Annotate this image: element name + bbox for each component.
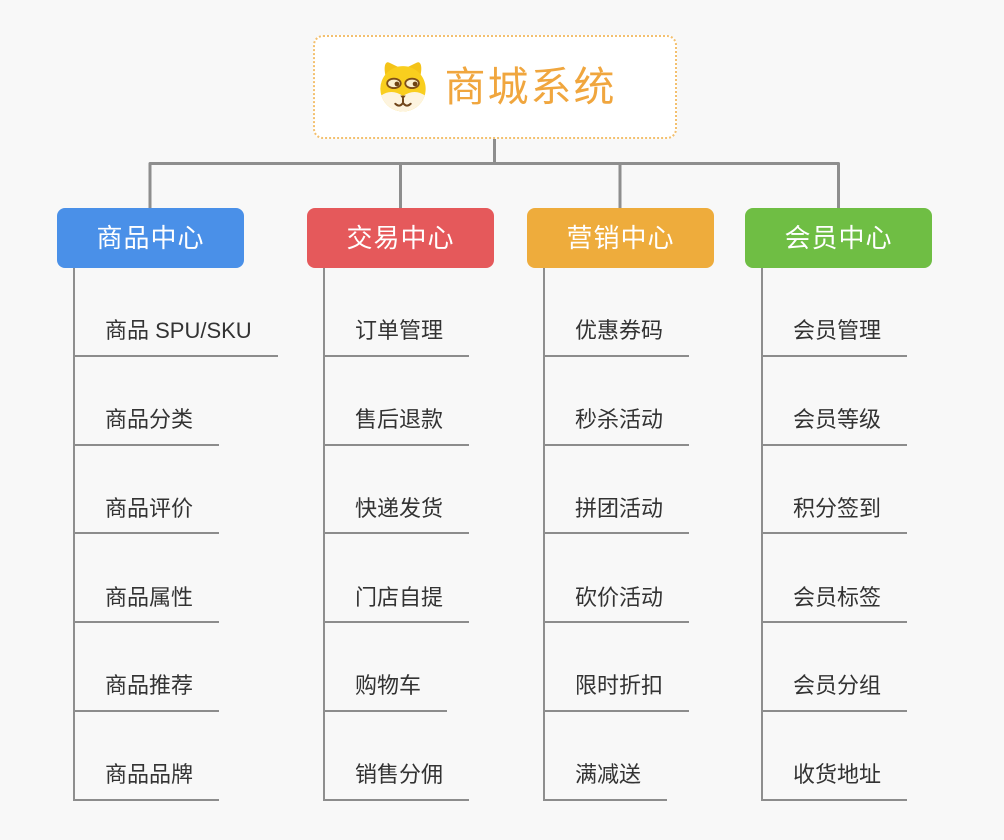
branch-items-trade: 订单管理售后退款快递发货门店自提购物车销售分佣 <box>323 268 538 801</box>
leaf-cell: 商品 SPU/SKU <box>75 268 288 357</box>
leaf-cell: 销售分佣 <box>325 712 538 801</box>
leaf-cell: 商品分类 <box>75 357 288 446</box>
leaf-cell: 商品评价 <box>75 446 288 535</box>
leaf-node[interactable]: 商品品牌 <box>75 760 220 801</box>
leaf-cell: 优惠券码 <box>545 268 758 357</box>
leaf-node[interactable]: 限时折扣 <box>545 671 690 713</box>
branch-header-products[interactable]: 商品中心 <box>57 208 244 268</box>
leaf-cell: 限时折扣 <box>545 623 758 713</box>
branch-header-marketing[interactable]: 营销中心 <box>527 208 714 268</box>
leaf-cell: 满减送 <box>545 712 758 801</box>
dog-face-icon <box>374 58 432 116</box>
leaf-node[interactable]: 销售分佣 <box>325 760 470 801</box>
leaf-cell: 商品属性 <box>75 534 288 624</box>
bus-line <box>148 162 840 208</box>
leaf-cell: 积分签到 <box>763 446 976 535</box>
branch-header-trade[interactable]: 交易中心 <box>307 208 494 268</box>
leaf-node[interactable]: 门店自提 <box>325 583 470 624</box>
leaf-node[interactable]: 拼团活动 <box>545 494 690 535</box>
leaf-node[interactable]: 商品属性 <box>75 583 220 624</box>
leaf-node[interactable]: 会员分组 <box>763 671 908 713</box>
branch-label-trade: 交易中心 <box>346 223 455 253</box>
branch-items-marketing: 优惠券码秒杀活动拼团活动砍价活动限时折扣满减送 <box>543 268 758 801</box>
branch-label-marketing: 营销中心 <box>566 223 675 253</box>
leaf-node[interactable]: 会员管理 <box>763 316 908 357</box>
branch-label-members: 会员中心 <box>784 223 893 253</box>
leaf-node[interactable]: 购物车 <box>325 671 448 713</box>
branch-header-members[interactable]: 会员中心 <box>745 208 932 268</box>
leaf-cell: 会员分组 <box>763 623 976 713</box>
root-node[interactable]: 商城系统 <box>313 35 677 139</box>
root-title: 商城系统 <box>444 63 617 110</box>
leaf-cell: 会员管理 <box>763 268 976 357</box>
leaf-cell: 售后退款 <box>325 357 538 446</box>
branch-items-members: 会员管理会员等级积分签到会员标签会员分组收货地址 <box>761 268 976 801</box>
leaf-node[interactable]: 订单管理 <box>325 316 470 357</box>
leaf-cell: 拼团活动 <box>545 446 758 535</box>
leaf-node[interactable]: 商品评价 <box>75 494 220 535</box>
leaf-node[interactable]: 收货地址 <box>763 760 908 801</box>
leaf-node[interactable]: 积分签到 <box>763 494 908 535</box>
leaf-cell: 砍价活动 <box>545 534 758 624</box>
leaf-cell: 购物车 <box>325 623 538 713</box>
branch-label-products: 商品中心 <box>96 223 205 253</box>
branch-items-products: 商品 SPU/SKU 商品分类商品评价商品属性商品推荐商品品牌 <box>73 268 288 801</box>
leaf-cell: 秒杀活动 <box>545 357 758 446</box>
leaf-node[interactable]: 砍价活动 <box>545 583 690 624</box>
leaf-cell: 门店自提 <box>325 534 538 624</box>
leaf-cell: 商品品牌 <box>75 712 288 801</box>
leaf-node[interactable]: 商品分类 <box>75 405 220 446</box>
leaf-cell: 快递发货 <box>325 446 538 535</box>
leaf-node[interactable]: 商品推荐 <box>75 671 220 713</box>
leaf-node[interactable]: 快递发货 <box>325 494 470 535</box>
leaf-cell: 商品推荐 <box>75 623 288 713</box>
leaf-cell: 会员等级 <box>763 357 976 446</box>
leaf-node[interactable]: 优惠券码 <box>545 316 690 357</box>
leaf-cell: 收货地址 <box>763 712 976 801</box>
leaf-cell: 会员标签 <box>763 534 976 624</box>
leaf-cell: 订单管理 <box>325 268 538 357</box>
leaf-node[interactable]: 售后退款 <box>325 405 470 446</box>
leaf-node[interactable]: 满减送 <box>545 760 668 801</box>
leaf-node[interactable]: 会员标签 <box>763 583 908 624</box>
leaf-node[interactable]: 商品 SPU/SKU <box>75 316 278 357</box>
leaf-node[interactable]: 会员等级 <box>763 405 908 446</box>
leaf-node[interactable]: 秒杀活动 <box>545 405 690 446</box>
